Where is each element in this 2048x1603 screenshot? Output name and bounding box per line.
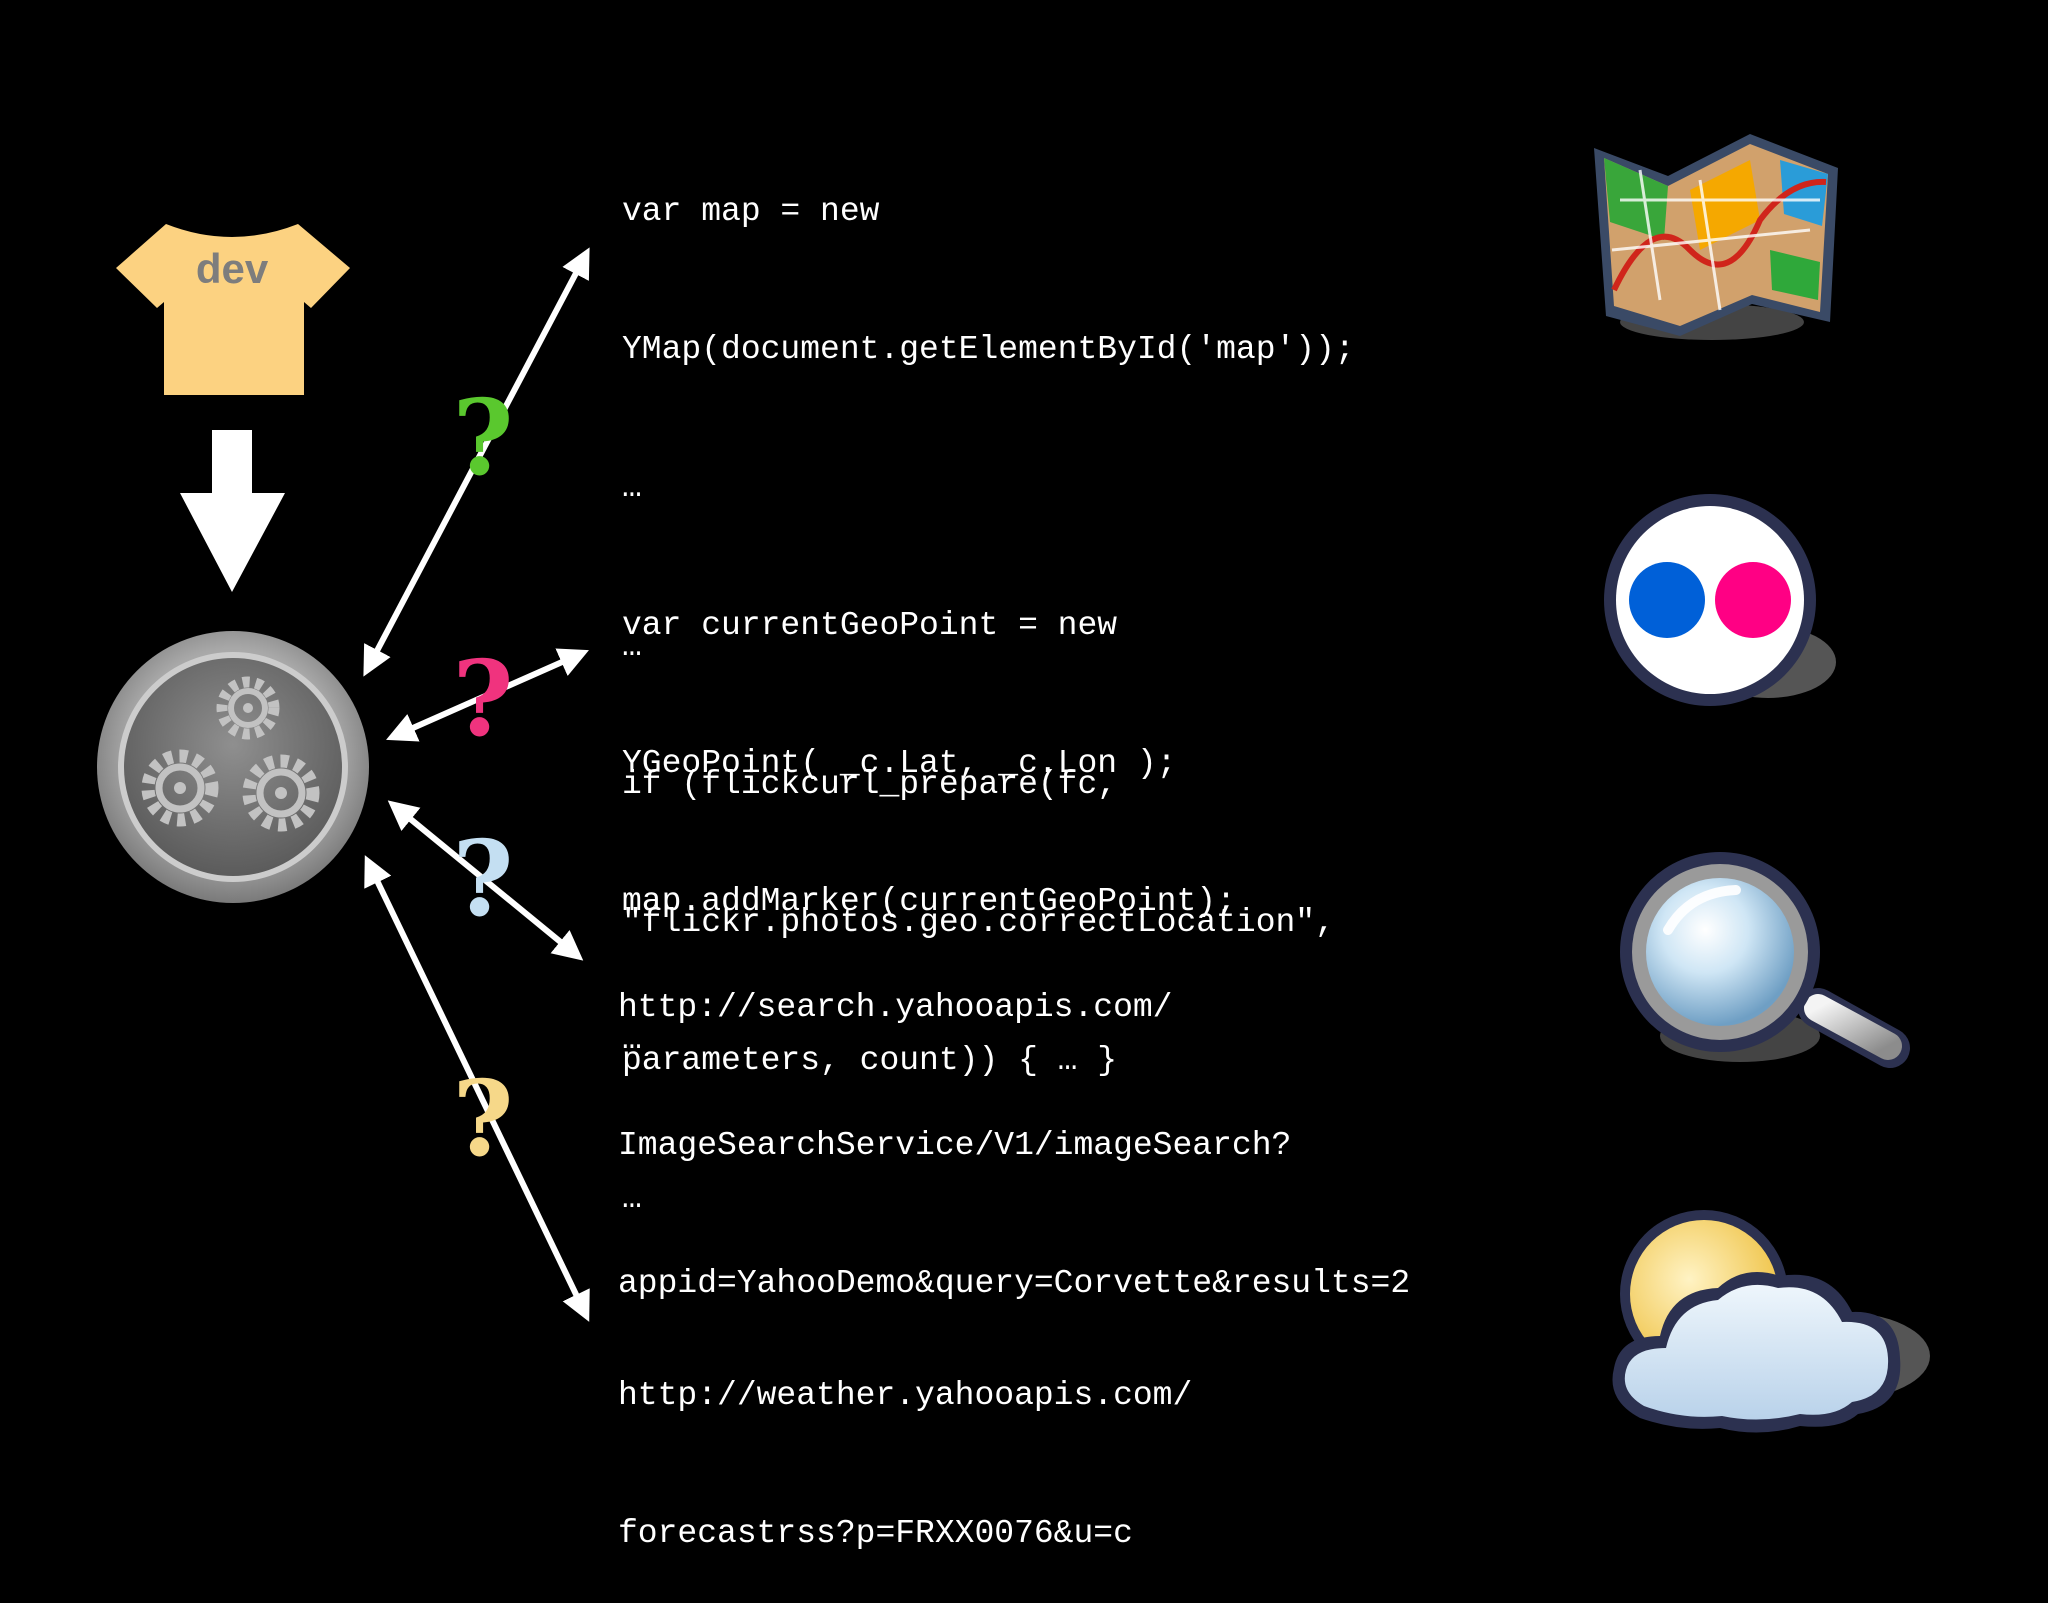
code-line: http://search.yahooapis.com/	[618, 989, 1173, 1026]
code-block-weather: http://weather.yahooapis.com/ forecastrs…	[618, 1281, 1192, 1603]
flickr-logo-icon	[1604, 494, 1836, 706]
diagram-canvas: dev ? ? ? ?	[97, 134, 1930, 1433]
question-mark-search: ?	[453, 817, 514, 940]
question-mark-weather: ?	[453, 1057, 514, 1180]
magnifier-icon	[1620, 852, 1910, 1068]
connector-arrow-flickr	[386, 648, 589, 742]
code-line: …	[622, 628, 642, 665]
gears-icon	[97, 631, 369, 903]
code-line: if (flickcurl_prepare(fc,	[622, 766, 1118, 803]
t-shirt-icon: dev	[116, 224, 350, 395]
code-line: …	[622, 469, 642, 506]
gear-icon	[242, 754, 320, 832]
shirt-label: dev	[196, 245, 269, 292]
code-line: http://weather.yahooapis.com/	[618, 1377, 1193, 1414]
question-mark-map: ?	[453, 376, 514, 499]
code-line: var currentGeoPoint = new	[622, 607, 1118, 644]
code-line: "flickr.photos.geo.correctLocation",	[622, 904, 1335, 941]
connector-arrow-weather	[364, 855, 590, 1322]
code-block-map: var map = new YMap(document.getElementBy…	[622, 97, 1355, 1109]
code-line: forecastrss?p=FRXX0076&u=c	[618, 1515, 1133, 1552]
code-line: YMap(document.getElementById('map'));	[622, 331, 1355, 368]
code-line: ImageSearchService/V1/imageSearch?	[618, 1127, 1292, 1164]
map-icon	[1594, 134, 1838, 340]
code-line: var map = new	[622, 193, 880, 230]
down-arrow-icon	[180, 430, 285, 592]
connector-arrow-map	[363, 247, 590, 677]
code-line: parameters, count)) { … }	[622, 1042, 1118, 1079]
code-block-flickr: … if (flickcurl_prepare(fc, "flickr.phot…	[622, 532, 1335, 1268]
gear-icon	[216, 676, 280, 740]
sun-cloud-icon	[1612, 1210, 1930, 1433]
code-line: map.addMarker(currentGeoPoint);	[622, 883, 1236, 920]
gear-icon	[141, 749, 219, 827]
code-line: appid=YahooDemo&query=Corvette&results=2	[618, 1265, 1411, 1302]
code-line: YGeoPoint( _c.Lat, _c.Lon );	[622, 745, 1177, 782]
code-line: …	[622, 1021, 642, 1058]
code-line: …	[622, 1180, 642, 1217]
code-block-search: http://search.yahooapis.com/ ImageSearch…	[618, 893, 1410, 1353]
question-mark-flickr: ?	[453, 637, 514, 760]
